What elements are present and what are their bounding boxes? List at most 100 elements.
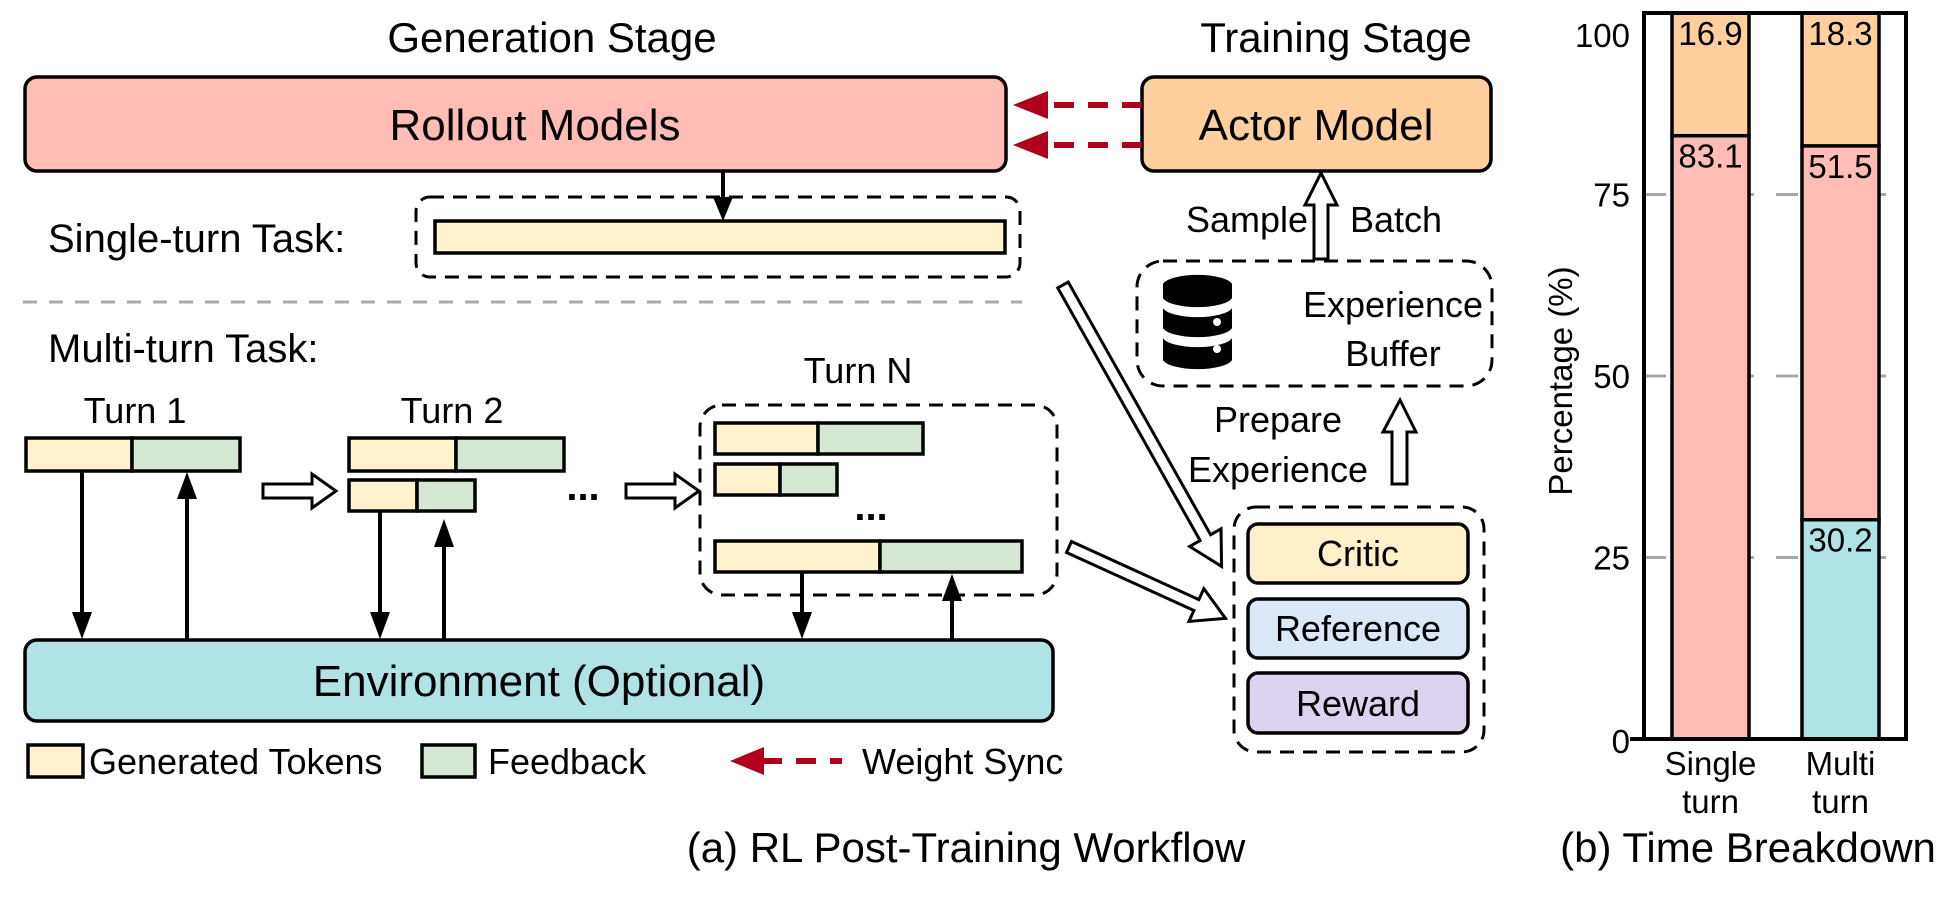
turn-1-to-2-arrow xyxy=(261,471,339,511)
reward-label: Reward xyxy=(1296,683,1420,724)
multi-turn-label: Multi-turn Task: xyxy=(48,327,318,371)
actor-model-label: Actor Model xyxy=(1199,101,1434,150)
y-tick-label: 100 xyxy=(1575,17,1630,54)
legend-generated-tokens-swatch xyxy=(26,743,85,779)
y-tick-label: 25 xyxy=(1593,540,1630,577)
data-label: 30.2 xyxy=(1808,522,1872,559)
turn-n-feedback-3 xyxy=(878,539,1024,574)
experience-buffer-label-line1: Experience xyxy=(1303,284,1483,325)
sample-label: Sample xyxy=(1186,199,1308,240)
legend-generated-tokens-label: Generated Tokens xyxy=(89,741,383,782)
turn-n-generated-tokens-3 xyxy=(713,539,882,574)
prepare-label-line1: Prepare xyxy=(1214,399,1342,440)
turn-2-feedback-2 xyxy=(415,478,477,513)
turn-n-up-arrowhead xyxy=(942,574,962,601)
y-tick-label: 0 xyxy=(1612,723,1630,760)
turn-1-sequence xyxy=(24,436,242,473)
rollout-models-label: Rollout Models xyxy=(389,101,680,150)
generation-stage-title: Generation Stage xyxy=(387,14,716,61)
turn-1-generated-tokens xyxy=(24,436,134,473)
turn-2-generated-tokens-2 xyxy=(347,478,419,513)
turn-n-feedback-2 xyxy=(778,462,839,497)
turns-ellipsis: ... xyxy=(566,465,599,509)
turn-n-feedback-1 xyxy=(816,421,925,456)
bar-segment-rollout-0 xyxy=(1670,133,1751,741)
turn-1-up-arrowhead xyxy=(177,472,197,499)
legend-weight-sync-arrowhead xyxy=(730,747,764,775)
turn-n-label: Turn N xyxy=(804,350,913,391)
turn-1-down-arrowhead xyxy=(72,612,92,639)
reward-box: Reward xyxy=(1246,671,1470,735)
turn-2-up-arrowhead xyxy=(434,519,454,547)
chart-y-axis-label: Percentage (%) xyxy=(1542,266,1579,495)
rollout-to-single-turn-arrowhead xyxy=(713,197,733,221)
models-dashed-group xyxy=(1232,505,1486,754)
turn-n-sequence-3 xyxy=(713,539,1024,574)
weight-sync-arrowhead-2 xyxy=(1013,131,1048,159)
turn-1-feedback xyxy=(130,436,242,473)
reward-rect xyxy=(1246,671,1470,735)
turn-2-down-arrowhead xyxy=(370,612,390,639)
x-tick-label-line2: turn xyxy=(1682,783,1739,820)
turn-2-feedback-1 xyxy=(454,436,566,473)
legend-weight-sync-label: Weight Sync xyxy=(862,741,1063,782)
environment-label: Environment (Optional) xyxy=(313,657,765,706)
x-tick-label-line1: Multi xyxy=(1806,745,1876,782)
multi-turn-to-models-arrow xyxy=(1064,539,1229,624)
turn-n-down-arrowhead xyxy=(792,612,812,639)
turn-n-ellipsis: ... xyxy=(854,485,887,529)
turn-n-sequence-1 xyxy=(713,421,925,456)
turn-2-generated-tokens-1 xyxy=(347,436,458,473)
y-tick-label: 75 xyxy=(1593,177,1630,214)
data-label: 16.9 xyxy=(1678,15,1742,52)
turn-2-to-n-arrow xyxy=(624,471,702,511)
reference-rect xyxy=(1246,597,1470,660)
caption-a: (a) RL Post-Training Workflow xyxy=(687,824,1246,871)
legend: Generated Tokens Feedback Weight Sync xyxy=(26,741,1063,782)
bar-segment-training-1 xyxy=(1800,11,1881,148)
x-tick-label-line2: turn xyxy=(1812,783,1869,820)
rollout-models-rect xyxy=(23,75,1008,173)
turn-n-sequence-2 xyxy=(713,462,839,497)
single-turn-label: Single-turn Task: xyxy=(48,217,345,261)
turn-n-generated-tokens-1 xyxy=(713,421,820,456)
turn-n-dashed-group xyxy=(698,403,1059,597)
batch-label: Batch xyxy=(1350,199,1442,240)
experience-buffer-label-line2: Buffer xyxy=(1345,333,1440,374)
chart-bars: 83.1 16.9 30.2 51.5 18.3 xyxy=(1670,11,1881,741)
panel-a-workflow: Generation Stage Training Stage Rollout … xyxy=(23,14,1494,871)
reference-label: Reference xyxy=(1275,608,1441,649)
critic-label: Critic xyxy=(1317,533,1399,574)
environment-rect xyxy=(23,638,1055,723)
experience-buffer-dashed-group xyxy=(1135,259,1494,388)
bar-segment-training-0 xyxy=(1670,11,1751,138)
data-label: 51.5 xyxy=(1808,148,1872,185)
database-icon xyxy=(1163,274,1232,378)
actor-model-box: Actor Model xyxy=(1140,75,1493,173)
chart-y-tick-labels: 0 25 50 75 100 xyxy=(1575,17,1906,760)
data-label: 83.1 xyxy=(1678,138,1742,175)
weight-sync-arrows xyxy=(1013,91,1142,159)
actor-model-rect xyxy=(1140,75,1493,173)
rollout-models-box: Rollout Models xyxy=(23,75,1008,173)
single-turn-to-models-arrow xyxy=(1055,280,1224,570)
prepare-label-line2: Experience xyxy=(1188,449,1368,490)
prepare-experience-arrow xyxy=(1380,396,1419,486)
legend-feedback-label: Feedback xyxy=(488,741,647,782)
critic-box: Critic xyxy=(1246,522,1470,585)
sample-batch-arrow xyxy=(1302,169,1340,261)
caption-b: (b) Time Breakdown xyxy=(1560,824,1936,871)
data-label: 18.3 xyxy=(1808,15,1872,52)
single-turn-token-bar xyxy=(433,219,1007,255)
turn-2-label: Turn 2 xyxy=(401,390,504,431)
environment-box: Environment (Optional) xyxy=(23,638,1055,723)
turn-2-sequence-1 xyxy=(347,436,566,473)
bar-segment-rollout-1 xyxy=(1800,144,1881,522)
critic-rect xyxy=(1246,522,1470,585)
x-tick-label-line1: Single xyxy=(1665,745,1757,782)
y-tick-label: 50 xyxy=(1593,358,1630,395)
weight-sync-arrowhead-1 xyxy=(1013,91,1048,119)
